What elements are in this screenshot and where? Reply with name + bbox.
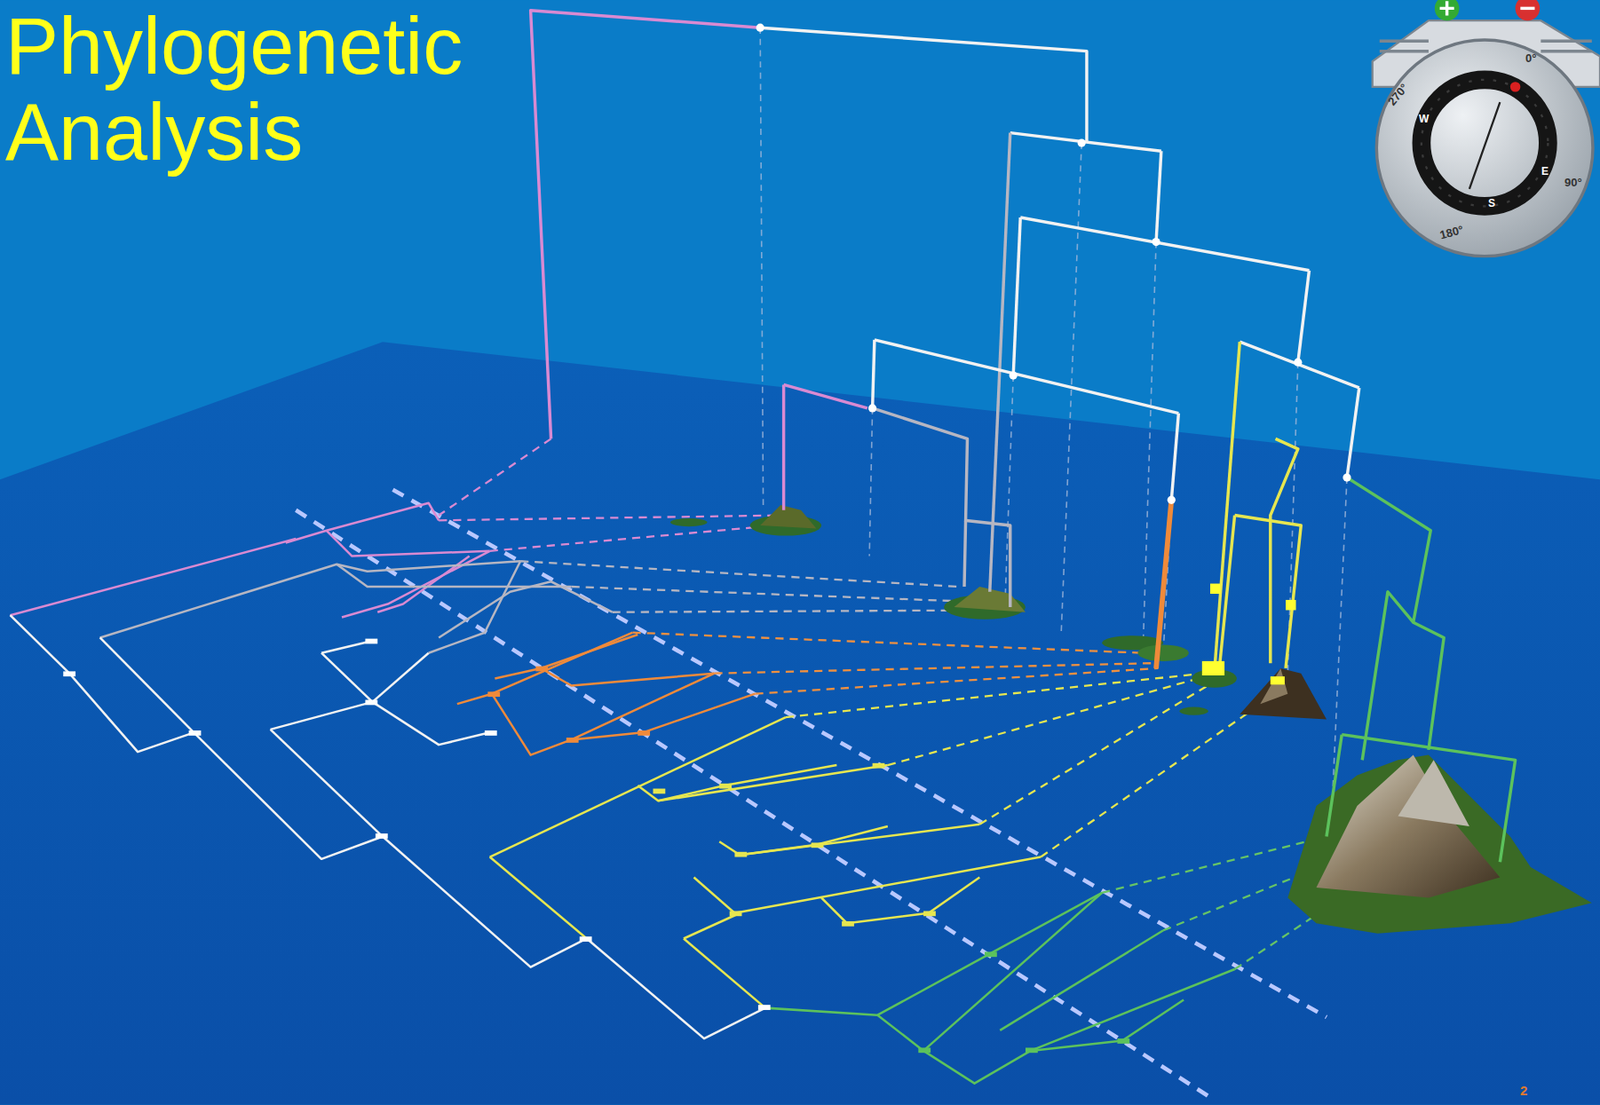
page-number: 2	[1520, 1083, 1528, 1099]
compass-direction: S	[1488, 197, 1496, 210]
slide-title: Phylogenetic Analysis	[5, 3, 521, 176]
compass-degree: 90°	[1564, 175, 1583, 190]
compass-direction: E	[1541, 165, 1549, 178]
compass-direction: W	[1418, 112, 1429, 126]
compass-degree: 0°	[1525, 51, 1537, 65]
